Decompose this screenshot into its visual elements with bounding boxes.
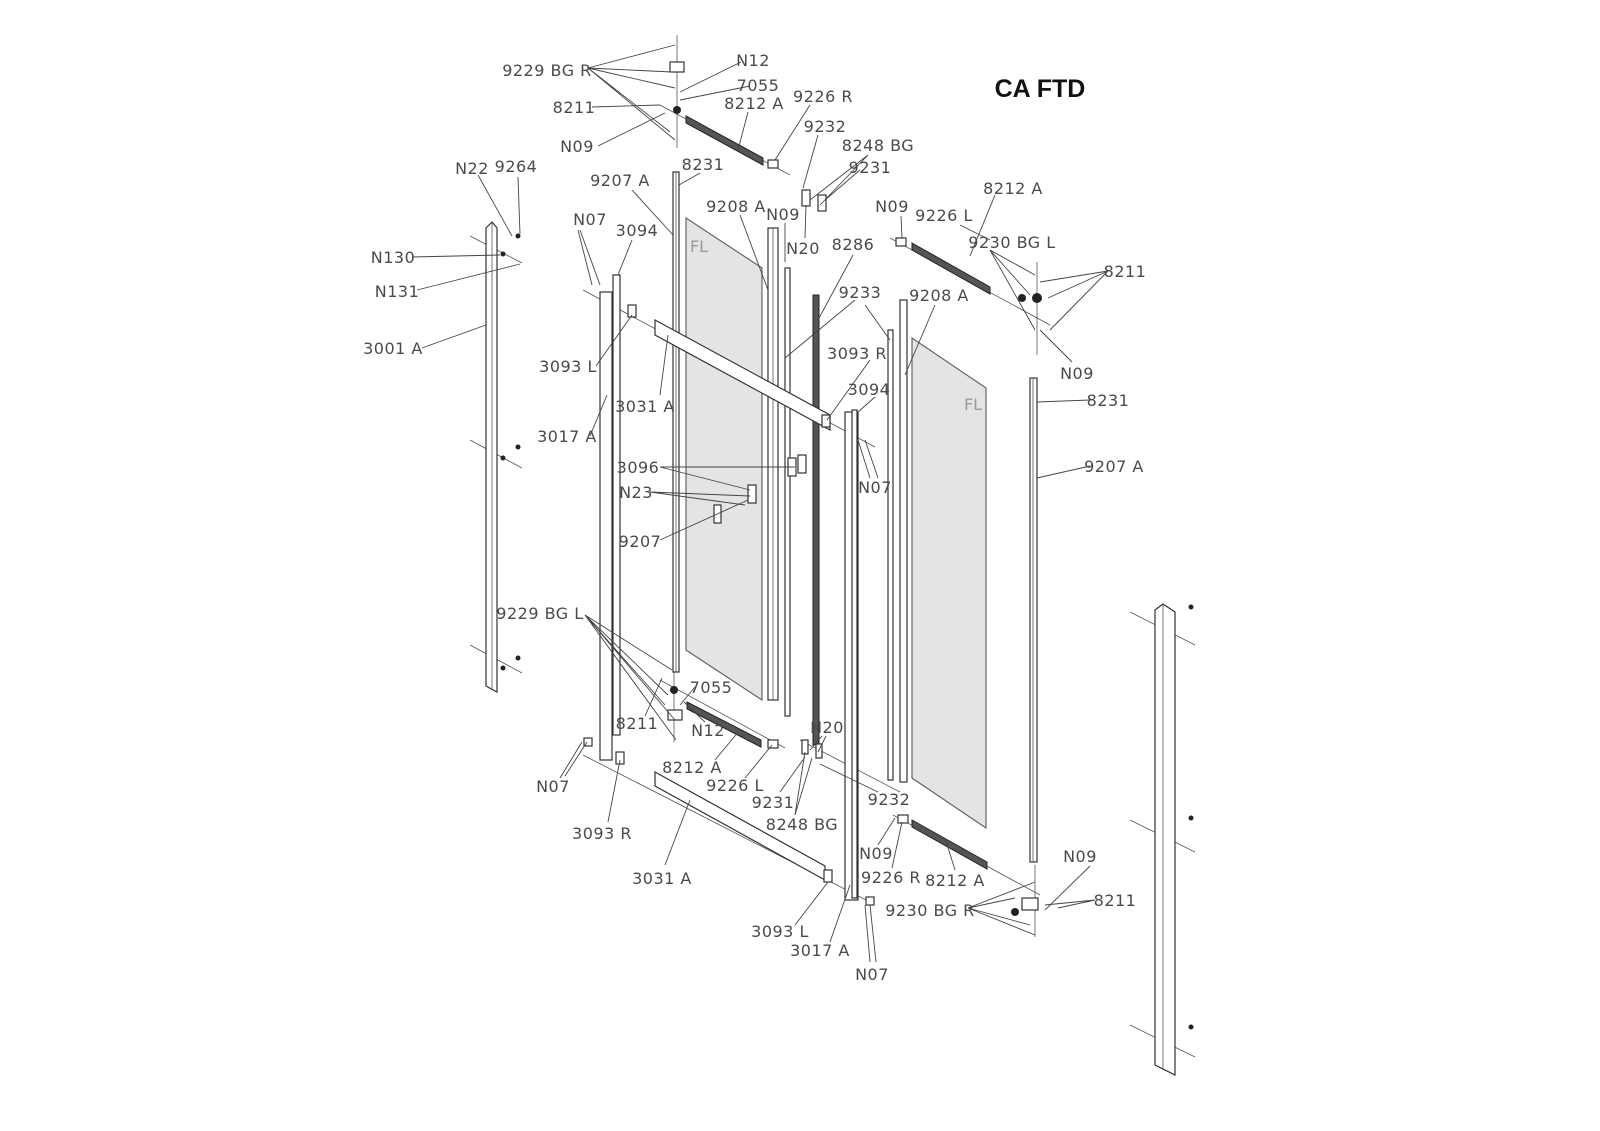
diagram-title: CA FTD — [995, 75, 1086, 103]
part-label: N130 — [371, 248, 416, 267]
part-label: 9226 L — [915, 206, 973, 225]
part-label: 3093 L — [751, 922, 809, 941]
part-label: 9230 BG L — [968, 233, 1055, 252]
part-label: N09 — [859, 844, 893, 863]
part-label: 9233 — [839, 283, 882, 302]
wall-profile-left — [485, 221, 498, 694]
vertical-profiles — [672, 171, 1038, 863]
part-label: N09 — [1063, 847, 1097, 866]
part-label: 9231 — [752, 793, 795, 812]
part-label: N09 — [560, 137, 594, 156]
part-label: 8211 — [553, 98, 596, 117]
part-label: N09 — [1060, 364, 1094, 383]
part-label: 8212 A — [983, 179, 1043, 198]
roller-guide-top-left — [685, 115, 764, 166]
roller-guide-bottom-left — [686, 701, 762, 748]
part-label: 8248 BG — [766, 815, 838, 834]
part-label: 8211 — [1104, 262, 1147, 281]
glass-panel-right — [911, 336, 987, 830]
part-label: 3093 L — [539, 357, 597, 376]
leader-lines — [411, 44, 1109, 963]
part-label: 3017 A — [537, 427, 597, 446]
part-label: N23 — [619, 483, 653, 502]
part-label: N20 — [786, 239, 820, 258]
part-label: 8212 A — [662, 758, 722, 777]
part-label: N22 — [455, 159, 489, 178]
door-profile-left — [599, 291, 613, 761]
part-label: 3017 A — [790, 941, 850, 960]
part-label: 3093 R — [827, 344, 887, 363]
part-label: 9232 — [868, 790, 911, 809]
part-label: N12 — [691, 721, 725, 740]
part-label: 7055 — [690, 678, 733, 697]
part-label: 9226 R — [861, 868, 921, 887]
part-label: 3031 A — [615, 397, 675, 416]
part-label: 3031 A — [632, 869, 692, 888]
part-label: 9207 — [619, 532, 662, 551]
part-label: N09 — [766, 205, 800, 224]
part-label: 9208 A — [706, 197, 766, 216]
part-label: 3001 A — [363, 339, 423, 358]
part-label: N07 — [573, 210, 607, 229]
profile-3094-left — [612, 274, 621, 736]
part-label: 8211 — [1094, 891, 1137, 910]
part-labels: 9229 BG R N12 7055 8211 8212 A 9226 R N0… — [363, 51, 1146, 984]
part-label: N20 — [810, 718, 844, 737]
part-label: 7055 — [737, 76, 780, 95]
part-label: 9226 R — [793, 87, 853, 106]
part-label: 9229 BG R — [502, 61, 592, 80]
part-label: 8286 — [832, 235, 875, 254]
part-label: 9229 BG L — [496, 604, 583, 623]
part-label: N07 — [536, 777, 570, 796]
part-label: N09 — [875, 197, 909, 216]
part-label: 8231 — [682, 155, 725, 174]
glass-mark-left: FL — [690, 237, 708, 256]
part-label: 9231 — [849, 158, 892, 177]
glass-panel-left — [685, 216, 763, 702]
part-label: 3093 R — [572, 824, 632, 843]
part-label: 3094 — [616, 221, 659, 240]
part-label: 3096 — [617, 458, 660, 477]
profile-3094-right — [851, 409, 858, 899]
part-label: 9208 A — [909, 286, 969, 305]
part-label: 8211 — [616, 714, 659, 733]
roller-guide-bottom-right — [911, 819, 988, 870]
part-label: 9207 A — [1084, 457, 1144, 476]
part-label: 9230 BG R — [885, 901, 975, 920]
wall-profile-right — [1154, 603, 1176, 1076]
part-label: 8212 A — [925, 871, 985, 890]
part-label: N131 — [375, 282, 420, 301]
part-label: 8248 BG — [842, 136, 914, 155]
part-label: 9232 — [804, 117, 847, 136]
part-label: N12 — [736, 51, 770, 70]
part-label: 8231 — [1087, 391, 1130, 410]
hardware-parts — [500, 61, 1194, 1030]
glass-mark-right: FL — [964, 395, 982, 414]
part-label: 9207 A — [590, 171, 650, 190]
part-label: 3094 — [848, 380, 891, 399]
part-label: 9264 — [495, 157, 538, 176]
part-label: N07 — [858, 478, 892, 497]
roller-guide-top-right — [911, 242, 991, 295]
part-label: 9226 L — [706, 776, 764, 795]
part-label: N07 — [855, 965, 889, 984]
part-label: 8212 A — [724, 94, 784, 113]
top-rail — [654, 318, 831, 432]
assembly-axes — [469, 35, 1196, 1058]
